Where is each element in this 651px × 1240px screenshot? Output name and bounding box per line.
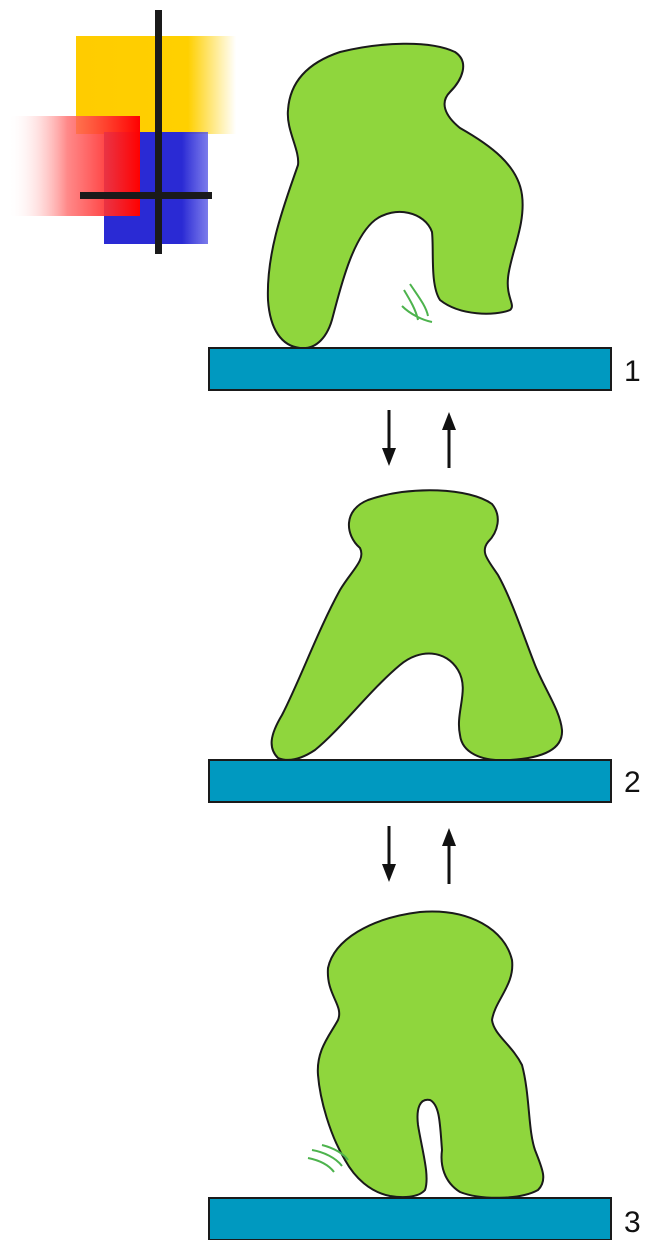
arrow-up-head-2 <box>442 828 456 846</box>
protein-shape-1 <box>266 42 524 350</box>
membrane-3 <box>208 1197 612 1240</box>
deco-vertical-line <box>155 10 162 254</box>
step-1: 1 <box>208 42 641 391</box>
equilibrium-arrows-1-2 <box>382 410 456 468</box>
step-3: 3 <box>208 910 641 1240</box>
motion-marks-icon <box>401 283 433 323</box>
arrow-down-head <box>382 448 396 466</box>
deco-horizontal-line <box>80 192 212 199</box>
step-2: 2 <box>208 489 641 803</box>
step-label-1: 1 <box>624 355 641 388</box>
corner-decoration <box>8 10 236 254</box>
equilibrium-arrows-2-3 <box>382 826 456 884</box>
motion-marks-icon-3 <box>307 1144 349 1173</box>
membrane-1 <box>208 347 612 391</box>
deco-red-square <box>8 116 140 216</box>
protein-shape-3 <box>316 910 545 1199</box>
step-label-3: 3 <box>624 1206 641 1239</box>
membrane-2 <box>208 759 612 803</box>
arrow-up-head <box>442 412 456 430</box>
protein-shape-2 <box>270 489 564 762</box>
arrow-down-head-2 <box>382 864 396 882</box>
step-label-2: 2 <box>624 766 641 799</box>
